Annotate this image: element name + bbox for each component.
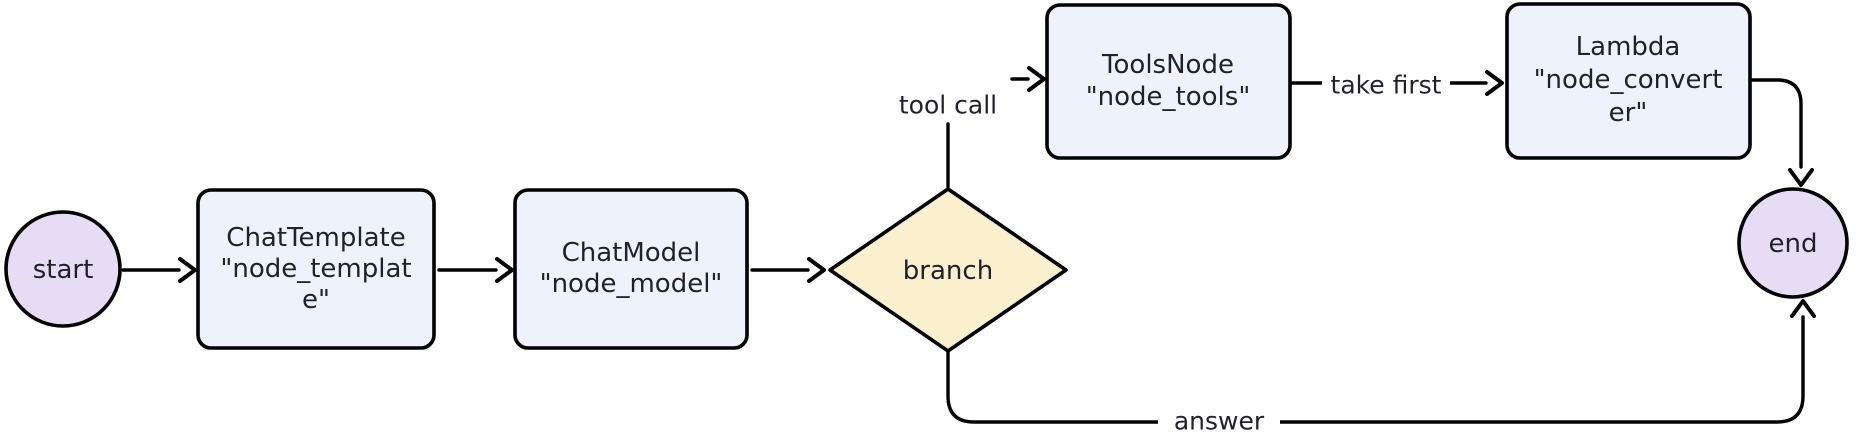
node-model-label-line1: ChatModel [562,238,701,268]
node-model-label-line2: "node_model" [540,269,723,299]
node-start: start [4,210,122,328]
converter-box [1505,2,1752,160]
node-start-label: start [33,255,94,285]
arrowhead-right [178,257,197,283]
edge-tools-to-converter: take first [1288,63,1504,103]
node-end-label: end [1769,229,1818,259]
arrowhead-down [1788,168,1814,187]
edge-start-to-template [121,257,197,283]
edge-label-take-first: take first [1331,71,1442,100]
edge-label-answer: answer [1174,407,1265,436]
edge-converter-to-end [1748,78,1814,187]
model-box [513,188,749,350]
node-tools: ToolsNode "node_tools" [1045,3,1292,160]
node-template-label-line3: e" [302,285,330,315]
node-tools-label-line2: "node_tools" [1086,82,1251,112]
edge-label-background [1322,63,1450,103]
node-template-label-line1: ChatTemplate [226,223,405,253]
edge-model-to-branch [750,257,826,283]
edge-branch-to-tools: tool call [899,66,1046,189]
edge-template-to-model [437,257,514,283]
edge-line [946,315,1805,424]
arrowhead-right [495,257,514,283]
branch-diamond [828,187,1068,353]
edge-label-tool-call: tool call [899,91,997,120]
node-converter-label-line3: er" [1609,98,1648,128]
edge-branch-to-end: answer [946,299,1816,440]
node-converter-label-line1: Lambda [1576,32,1681,62]
start-circle [4,210,122,328]
edge-label-background [1158,402,1280,440]
node-tools-label-line1: ToolsNode [1101,50,1234,80]
node-template-label-line2: "node_templat [220,254,411,284]
arrowhead-right [807,257,826,283]
arrowhead-up [1790,299,1816,318]
edge-line [1748,78,1803,169]
node-template: ChatTemplate "node_templat e" [196,188,436,350]
end-circle [1737,187,1849,299]
node-converter: Lambda "node_convert er" [1505,2,1752,160]
node-converter-label-line2: "node_convert [1534,65,1723,95]
node-branch: branch [828,187,1068,353]
node-branch-label: branch [903,256,993,286]
node-model: ChatModel "node_model" [513,188,749,350]
arrowhead-right [1485,70,1504,96]
template-box [196,188,436,350]
tools-box [1045,3,1292,160]
arrowhead-right [1027,66,1046,92]
node-end: end [1737,187,1849,299]
